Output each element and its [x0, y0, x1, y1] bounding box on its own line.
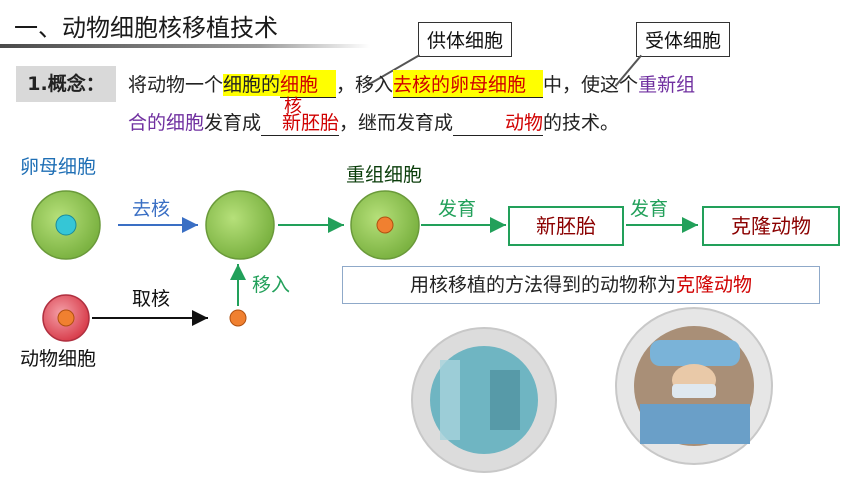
concept-text-2: 细胞的: [223, 74, 281, 96]
new-embryo-box: 新胚胎: [508, 206, 624, 246]
blank-nucleus-source: 细胞核: [280, 70, 337, 117]
concept-text-4: 中，使这个: [543, 74, 639, 96]
clone-definition-box: 用核移植的方法得到的动物称为克隆动物: [342, 266, 820, 304]
concept-text-9: 的技术。: [543, 112, 620, 134]
develop-label-1: 发育: [438, 198, 477, 220]
title-underline: [0, 44, 370, 48]
concept-text-1: 将动物一个: [128, 74, 224, 96]
answer-enucleated-oocyte: 去核的卵母细胞: [393, 74, 527, 96]
enucleated-oocyte: [205, 190, 275, 260]
oocyte-label: 卵母细胞: [20, 156, 97, 178]
blank-recipient: 去核的卵母细胞: [393, 70, 544, 98]
concept-line-1: 将动物一个细胞的细胞核，移入去核的卵母细胞中，使这个重新组: [128, 70, 696, 117]
concept-text-8: ，继而发育成: [339, 112, 454, 134]
donor-cell-callout: 供体细胞: [418, 22, 513, 57]
clone-animal-box: 克隆动物: [702, 206, 840, 246]
blank-animal: 动物: [453, 108, 544, 136]
concept-text-6: 合的细胞: [128, 112, 205, 134]
recipient-cell-callout: 受体细胞: [636, 22, 731, 57]
nucleus: [229, 309, 247, 327]
surgeon-photo: [615, 307, 773, 465]
answer-nucleus: 核: [284, 96, 303, 117]
lab-photo-left: [411, 327, 557, 473]
animal-cell-label: 动物细胞: [20, 348, 97, 370]
blank-embryo: 新胚胎: [261, 108, 340, 136]
enucleate-label: 去核: [132, 198, 171, 220]
clone-definition-highlight: 克隆动物: [676, 274, 753, 296]
concept-line-2: 合的细胞发育成新胚胎，继而发育成 动物的技术。: [128, 108, 619, 136]
reconstructed-cell: [350, 190, 420, 260]
concept-text-3: ，移入: [336, 74, 394, 96]
answer-new-embryo: 新胚胎: [282, 112, 340, 134]
concept-text-5: 重新组: [638, 74, 696, 96]
concept-text-7: 发育成: [204, 112, 262, 134]
oocyte-cell: [31, 190, 101, 260]
page-title: 一、动物细胞核移植技术: [14, 14, 278, 42]
clone-definition-text: 用核移植的方法得到的动物称为: [409, 274, 676, 296]
develop-label-2: 发育: [630, 198, 669, 220]
answer-cell: 细胞: [280, 74, 319, 96]
take-nucleus-label: 取核: [132, 288, 171, 310]
concept-label: 1.概念：: [16, 66, 116, 102]
answer-animal: 动物: [505, 112, 544, 134]
transfer-label: 移入: [252, 274, 291, 296]
animal-cell: [42, 294, 90, 342]
reconstructed-cell-label: 重组细胞: [346, 164, 423, 186]
